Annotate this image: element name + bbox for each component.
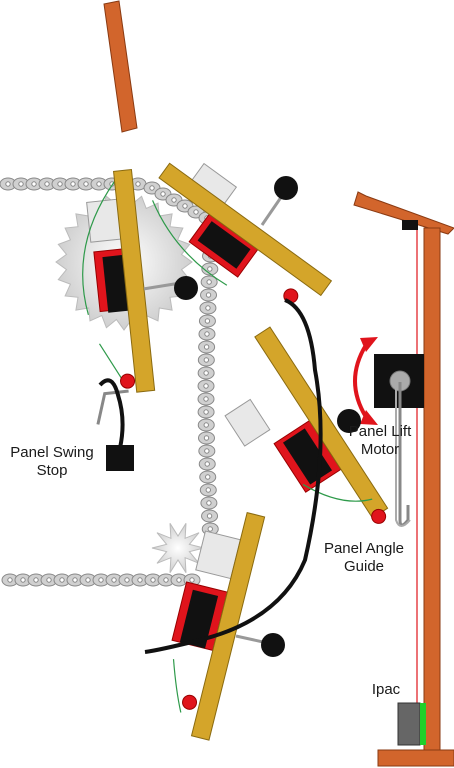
label-ipac: Ipac [371, 681, 401, 698]
stop-cable [98, 378, 125, 449]
panel-swing-stop-block [106, 445, 134, 471]
frame-strip-top [103, 0, 138, 133]
guide-cable [144, 298, 323, 654]
panel-left [82, 169, 180, 425]
counterweight-ball [261, 633, 285, 657]
counterweight-ball [337, 409, 361, 433]
label-panel-swing-stop: Panel Swing Stop [10, 444, 94, 479]
lift-frame [353, 191, 454, 767]
chain-bottom [1, 573, 201, 587]
counterweight-ball [174, 276, 198, 300]
chain-curve [197, 223, 221, 562]
rotation-arrow-icon [353, 343, 368, 419]
counterweight-ball [274, 176, 298, 200]
panel-upper [152, 162, 333, 304]
panel-lift-motor [353, 337, 424, 527]
ipac-board [397, 702, 426, 746]
drive-gear-small [151, 523, 205, 573]
pulley-bracket [402, 220, 418, 230]
label-panel-lift-motor: Panel Lift Motor [348, 423, 412, 458]
panel-bottom [171, 511, 266, 741]
label-panel-angle-guide: Panel Angle Guide [323, 540, 405, 575]
